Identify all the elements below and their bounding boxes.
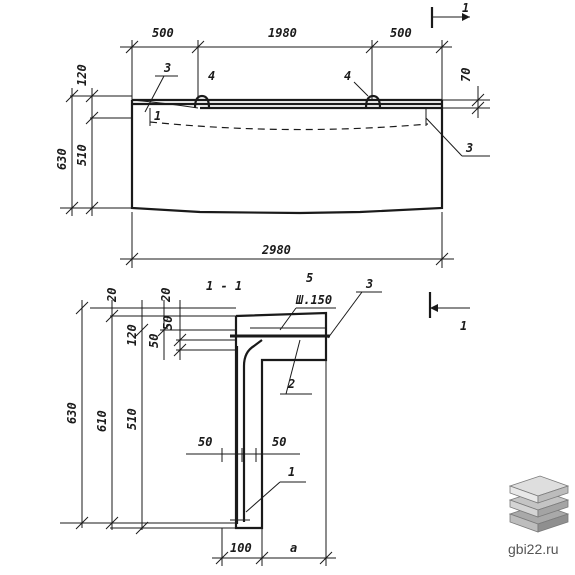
section-mark-top: 1 (430, 1, 470, 28)
dim-50-right: 50 (272, 435, 286, 449)
section-reinforcement (230, 327, 330, 524)
dim-top-right: 500 (390, 26, 412, 40)
dim-120: 120 (125, 324, 139, 346)
section-title: 1 - 1 (206, 279, 242, 293)
dim-50-a: 50 (147, 334, 161, 348)
dim-top-mid: 1980 (268, 26, 297, 40)
plan-top-dimension: 500 1980 500 (120, 26, 452, 100)
callout-1-left: 1 (154, 109, 161, 123)
callout-3: 3 (365, 277, 373, 291)
dim-50-b: 50 (161, 316, 175, 330)
section-callouts: 5 Ш.150 3 2 1 (245, 271, 382, 513)
layers-logo-icon (508, 475, 570, 533)
callout-1: 1 (288, 465, 295, 479)
plan-bottom-dimension: 2980 (120, 212, 454, 268)
section-mid-dimension: 50 50 (186, 435, 300, 462)
callout-2: 2 (287, 377, 295, 391)
dim-630: 630 (65, 402, 79, 424)
section-mark-top-label: 1 (462, 1, 469, 15)
spacing-label: Ш.150 (295, 293, 332, 307)
watermark: gbi22.ru (508, 475, 570, 557)
dim-510: 510 (125, 408, 139, 430)
dim-100: 100 (230, 541, 252, 555)
dim-left-lower: 510 (75, 144, 89, 166)
dim-20-a: 20 (105, 288, 119, 303)
plan-right-dimension: 70 (442, 68, 490, 118)
section-left-dimensions: 630 610 510 20 20 120 50 50 (60, 288, 236, 535)
plan-left-dimensions: 630 120 510 (55, 64, 132, 216)
watermark-text: gbi22.ru (508, 541, 559, 557)
callout-4-left: 4 (208, 69, 215, 83)
plan-callouts: 3 4 4 1 3 (144, 61, 490, 157)
dim-50-left: 50 (198, 435, 212, 449)
plan-view: 1 500 1980 500 (55, 1, 490, 268)
dim-right-small: 70 (459, 68, 473, 82)
slab-outline (130, 98, 444, 215)
callout-3-left: 3 (163, 61, 171, 75)
dim-left-total: 630 (55, 148, 69, 170)
section-mark-right: 1 (428, 292, 470, 333)
section-mark-right-label: 1 (460, 319, 467, 333)
callout-4-right: 4 (344, 69, 351, 83)
dim-610: 610 (95, 410, 109, 432)
dim-top-left: 500 (152, 26, 174, 40)
lifting-loop-left (193, 86, 211, 109)
section-bottom-dimension: 100 a (212, 360, 336, 566)
dim-bottom: 2980 (261, 243, 291, 257)
dim-left-top: 120 (75, 64, 89, 86)
dim-a: a (290, 541, 297, 555)
section-view: 1 - 1 1 5 Ш.150 3 (60, 271, 470, 566)
dim-20-b: 20 (159, 288, 173, 303)
callout-5: 5 (306, 271, 313, 285)
lifting-loop-right (364, 86, 382, 109)
callout-3-right: 3 (465, 141, 473, 155)
